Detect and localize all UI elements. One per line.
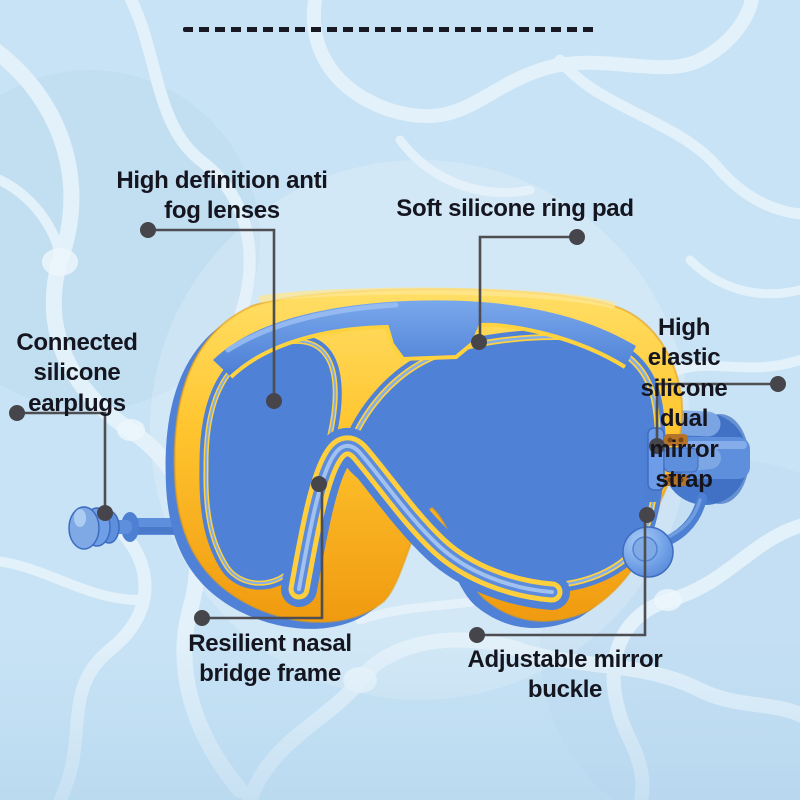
left-earplug	[68, 506, 192, 550]
dashed-divider	[183, 27, 597, 32]
label-mirror-buckle: Adjustable mirror buckle	[467, 646, 663, 704]
label-anti-fog-lenses: High definition anti fog lenses	[116, 167, 328, 225]
label-ring-pad: Soft silicone ring pad	[396, 195, 634, 222]
label-mirror-strap: High elastic silicone dual mirror strap	[640, 314, 728, 494]
label-nose-bridge: Resilient nasal bridge frame	[188, 630, 352, 688]
label-earplugs: Connected silicone earplugs	[16, 329, 138, 417]
